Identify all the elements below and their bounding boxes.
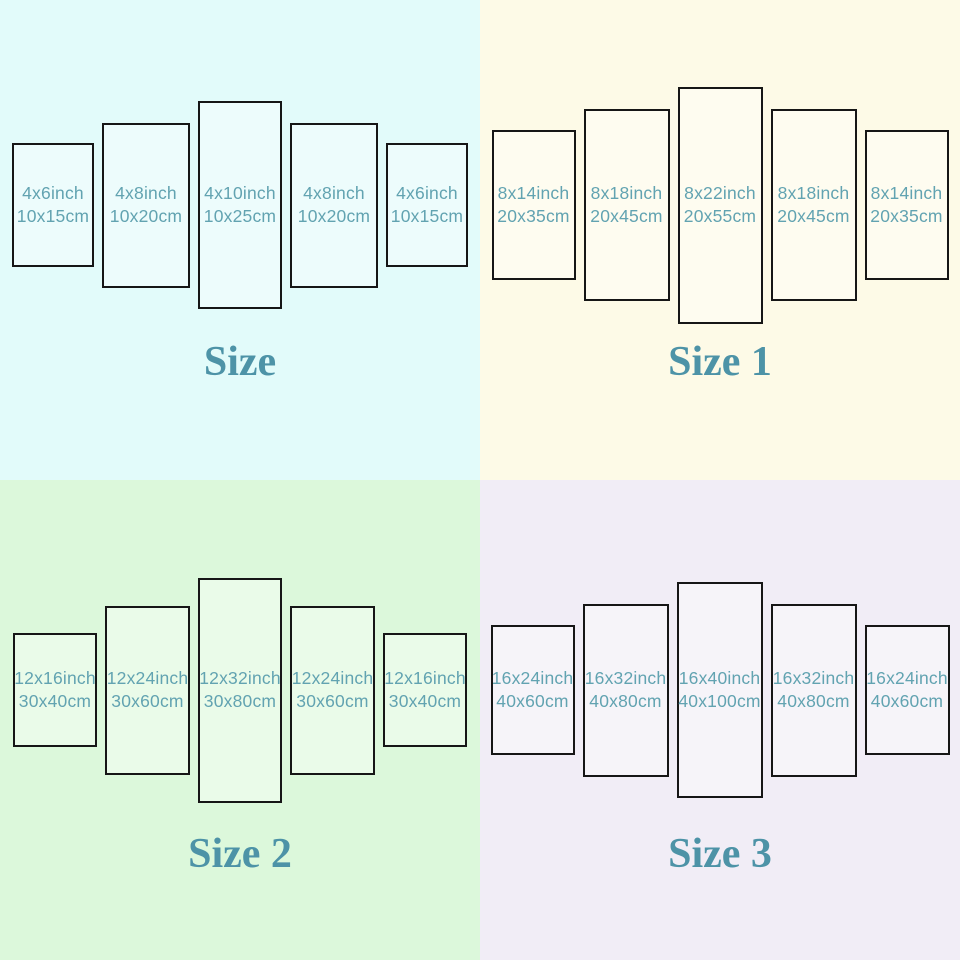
panel-size-cm: 30x60cm [296,691,369,711]
panel-size-label: 16x24inch 40x60cm [492,667,574,713]
panel-size-label: 4x8inch 10x20cm [298,182,370,228]
quadrant-size-2: 12x16inch 30x40cm 12x24inch 30x60cm 12x3… [0,480,480,960]
panel-left-outer: 12x16inch 30x40cm [13,633,97,747]
panel-size-label: 12x16inch 30x40cm [384,667,466,713]
panel-size-label: 16x24inch 40x60cm [866,667,948,713]
panel-size-cm: 10x25cm [203,206,277,226]
panel-size-inch: 8x14inch [870,183,943,204]
quadrant-title: Size 2 [188,831,292,877]
panel-size-cm: 40x60cm [870,691,944,711]
panel-size-label: 12x24inch 30x60cm [107,667,189,713]
panel-size-inch: 12x32inch [199,668,281,689]
panel-size-inch: 4x8inch [115,183,177,204]
quadrant-size-1: 8x14inch 20x35cm 8x18inch 20x45cm 8x22in… [480,0,960,480]
panel-size-label: 4x8inch 10x20cm [110,182,182,228]
panel-size-label: 8x22inch 20x55cm [684,182,756,228]
panel-right-inner: 8x18inch 20x45cm [770,109,857,301]
quadrant-size-3: 16x24inch 40x60cm 16x32inch 40x80cm 16x4… [480,480,960,960]
panel-left-inner: 8x18inch 20x45cm [583,109,670,301]
panel-size-label: 16x40inch 40x100cm [678,667,760,713]
panel-size-inch: 12x16inch [384,668,466,689]
panel-size-label: 8x18inch 20x45cm [777,182,849,228]
panel-size-cm: 40x80cm [777,691,850,711]
panel-size-cm: 40x100cm [678,691,761,711]
panel-size-cm: 30x80cm [203,691,277,711]
panel-right-outer: 16x24inch 40x60cm [864,625,950,755]
panel-left-outer: 8x14inch 20x35cm [491,130,576,280]
panel-size-cm: 10x20cm [109,206,183,226]
panel-size-inch: 8x18inch [777,183,850,204]
panel-size-inch: 4x8inch [303,183,365,204]
panel-right-inner: 4x8inch 10x20cm [290,122,378,288]
panel-size-inch: 16x24inch [491,668,574,689]
panel-size-label: 8x14inch 20x35cm [497,182,569,228]
panel-right-inner: 16x32inch 40x80cm [770,603,857,777]
panel-size-label: 4x6inch 10x15cm [391,182,463,228]
panel-center: 16x40inch 40x100cm [676,582,763,798]
panel-left-outer: 16x24inch 40x60cm [490,625,575,755]
panel-size-inch: 4x10inch [204,183,276,204]
panel-size-cm: 40x80cm [589,691,662,711]
panel-right-outer: 8x14inch 20x35cm [864,130,949,280]
panel-row: 8x14inch 20x35cm 8x18inch 20x45cm 8x22in… [480,0,960,410]
panel-size-label: 12x16inch 30x40cm [14,667,96,713]
panel-size-inch: 8x18inch [590,183,663,204]
panel-center: 4x10inch 10x25cm [198,101,282,309]
quadrant-size: 4x6inch 10x15cm 4x8inch 10x20cm 4x10inch… [0,0,480,480]
panel-size-inch: 4x6inch [396,183,458,204]
panel-left-inner: 12x24inch 30x60cm [105,605,190,775]
panel-size-cm: 30x60cm [111,691,184,711]
panel-size-inch: 12x16inch [14,668,96,689]
panel-size-inch: 16x40inch [678,668,761,689]
panel-size-cm: 10x15cm [16,206,90,226]
panel-size-inch: 16x32inch [584,668,667,689]
panel-left-inner: 16x32inch 40x80cm [582,603,669,777]
panel-left-inner: 4x8inch 10x20cm [102,122,190,288]
quadrant-title: Size [203,339,277,385]
panel-center: 8x22inch 20x55cm [677,86,763,324]
panel-size-cm: 30x40cm [388,691,462,711]
panel-size-label: 4x6inch 10x15cm [17,182,89,228]
panel-size-cm: 20x45cm [590,206,663,226]
panel-size-cm: 20x55cm [683,206,757,226]
panel-size-inch: 4x6inch [22,183,84,204]
panel-row: 16x24inch 40x60cm 16x32inch 40x80cm 16x4… [480,480,960,900]
panel-center: 12x32inch 30x80cm [198,577,282,803]
panel-right-outer: 4x6inch 10x15cm [386,143,468,267]
panel-size-label: 4x10inch 10x25cm [204,182,276,228]
quadrant-title: Size 3 [668,831,772,877]
panel-size-inch: 8x22inch [684,183,756,204]
panel-size-inch: 16x24inch [866,668,948,689]
panel-row: 12x16inch 30x40cm 12x24inch 30x60cm 12x3… [0,480,480,900]
panel-left-outer: 4x6inch 10x15cm [12,143,94,267]
panel-size-label: 12x24inch 30x60cm [292,667,374,713]
panel-right-inner: 12x24inch 30x60cm [290,605,375,775]
panel-size-cm: 20x35cm [870,206,943,226]
panel-size-label: 16x32inch 40x80cm [585,667,667,713]
panel-size-inch: 12x24inch [291,668,374,689]
panel-size-cm: 10x20cm [297,206,371,226]
panel-size-cm: 30x40cm [18,691,92,711]
panel-size-cm: 10x15cm [390,206,464,226]
panel-size-label: 8x18inch 20x45cm [590,182,662,228]
panel-size-inch: 8x14inch [497,183,570,204]
panel-right-outer: 12x16inch 30x40cm [383,633,467,747]
panel-size-cm: 40x60cm [496,691,569,711]
panel-size-inch: 12x24inch [106,668,189,689]
panel-row: 4x6inch 10x15cm 4x8inch 10x20cm 4x10inch… [0,0,480,410]
quadrant-title: Size 1 [668,339,772,385]
panel-size-inch: 16x32inch [772,668,855,689]
panel-size-label: 16x32inch 40x80cm [773,667,855,713]
panel-size-cm: 20x35cm [497,206,570,226]
panel-size-cm: 20x45cm [777,206,850,226]
panel-size-label: 12x32inch 30x80cm [199,667,281,713]
panel-size-label: 8x14inch 20x35cm [870,182,942,228]
